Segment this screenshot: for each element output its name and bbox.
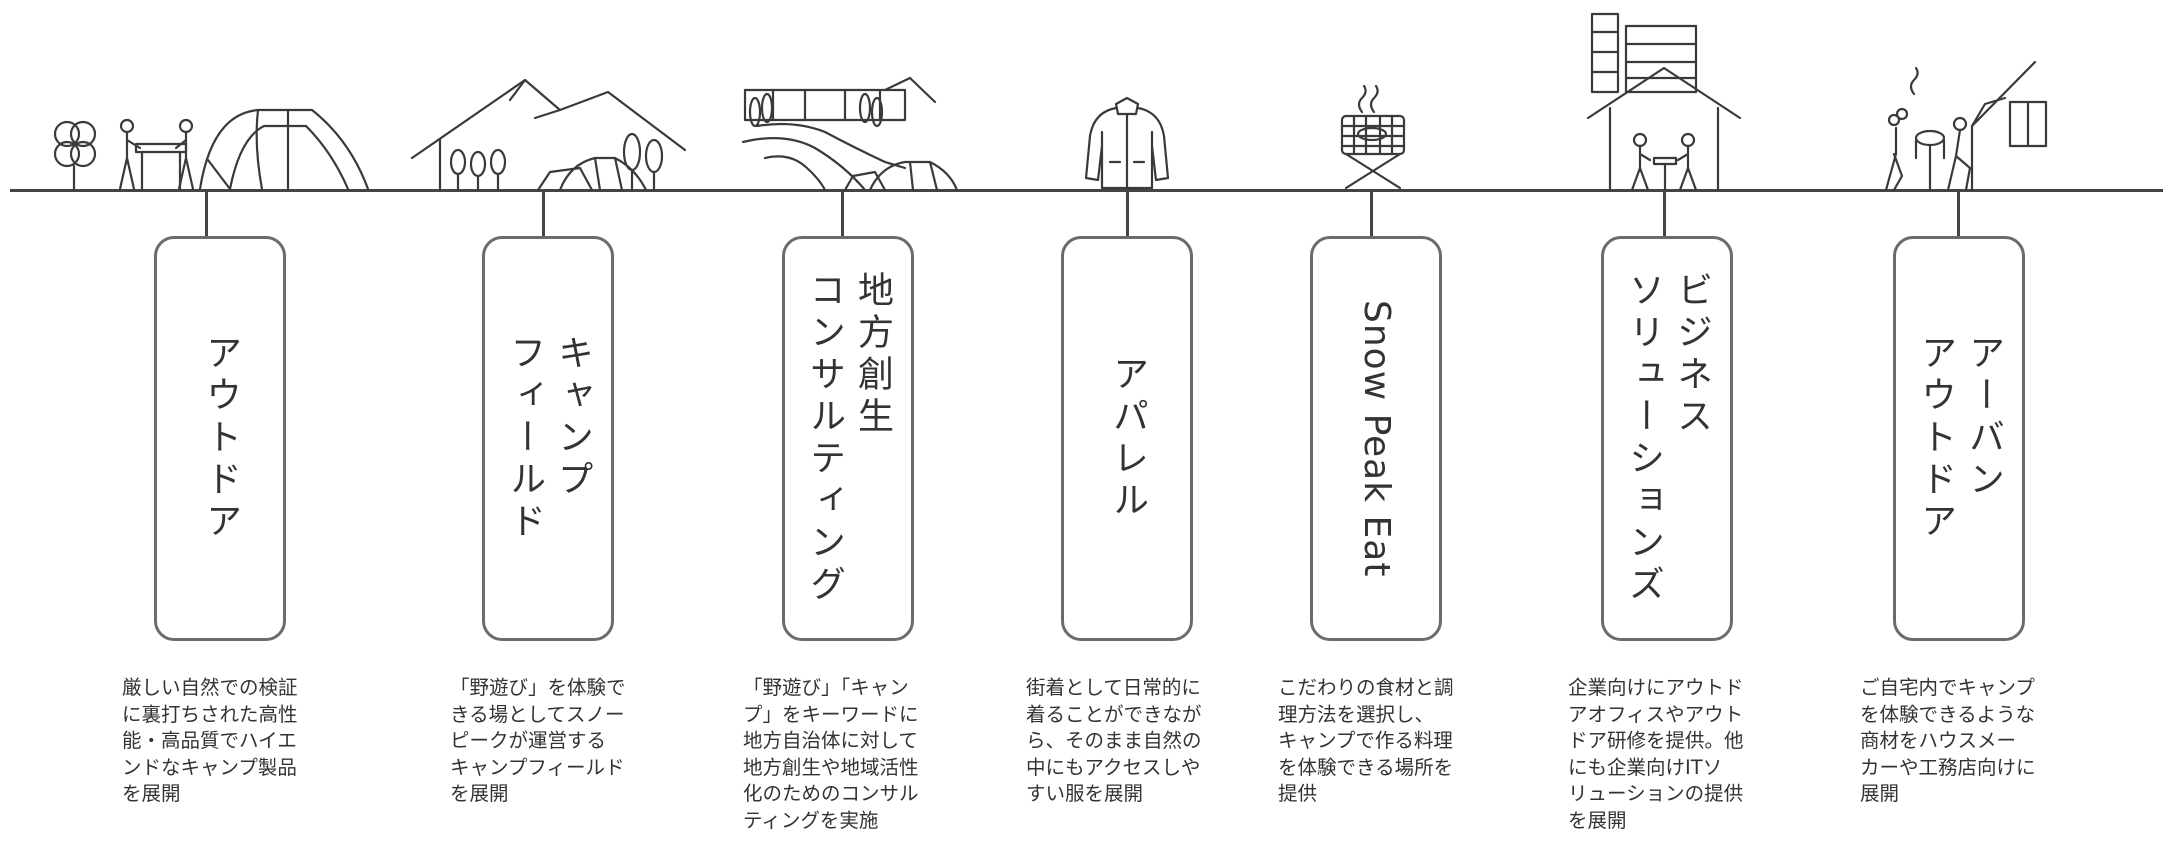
- category-card-outdoor: アウトドア: [154, 236, 286, 641]
- jacket-icon: [1080, 96, 1174, 192]
- category-card-campfield: キャンプ フィールド: [482, 236, 614, 641]
- category-label: Snow Peak Eat: [1356, 299, 1397, 578]
- connector-urban: [1957, 190, 1960, 238]
- category-description-campfield: 「野遊び」を体験で きる場としてスノー ピークが運営する キャンプフィールド を…: [450, 676, 626, 805]
- category-card-eat: Snow Peak Eat: [1310, 236, 1442, 641]
- ground-line: [10, 189, 2163, 192]
- category-label: アパレル: [1107, 354, 1148, 523]
- category-description-apparel: 街着として日常的に 着ることができなが ら、そのまま自然の 中にもアクセスしや …: [1026, 676, 1202, 805]
- category-card-urban: アーバン アウトドア: [1893, 236, 2025, 641]
- category-label: 地方創生 コンサルティング: [804, 270, 893, 607]
- river-landscape-icon: [735, 72, 975, 192]
- category-label: ビジネス ソリューションズ: [1623, 270, 1712, 607]
- category-description-eat: こだわりの食材と調 理方法を選択し、 キャンプで作る料理 を体験できる場所を 提…: [1278, 676, 1454, 805]
- category-card-business: ビジネス ソリューションズ: [1601, 236, 1733, 641]
- category-card-consulting: 地方創生 コンサルティング: [782, 236, 914, 641]
- connector-consulting: [841, 190, 844, 238]
- category-label: アウトドア: [200, 333, 241, 544]
- connector-campfield: [542, 190, 545, 238]
- grill-icon: [1330, 84, 1416, 190]
- connector-business: [1663, 190, 1666, 238]
- category-description-urban: ご自宅内でキャンプ を体験できるような 商材をハウスメー カーや工務店向けに 展…: [1860, 676, 2036, 805]
- category-card-apparel: アパレル: [1061, 236, 1193, 641]
- category-label: キャンプ フィールド: [504, 333, 593, 544]
- office-building-icon: [1580, 8, 1750, 192]
- connector-outdoor: [205, 190, 208, 238]
- tent-and-campers-icon: [50, 100, 370, 192]
- mountains-campsite-icon: [410, 72, 690, 192]
- house-patio-icon: [1880, 58, 2060, 192]
- category-description-outdoor: 厳しい自然での検証 に裏打ちされた高性 能・高品質でハイエ ンドなキャンプ製品 …: [122, 676, 298, 805]
- connector-eat: [1370, 190, 1373, 238]
- category-description-consulting: 「野遊び」「キャン プ」をキーワードに 地方自治体に対して 地方創生や地域活性 …: [743, 676, 919, 832]
- connector-apparel: [1126, 190, 1129, 238]
- category-label: アーバン アウトドア: [1915, 333, 2004, 544]
- category-description-business: 企業向けにアウトド アオフィスやアウト ドア研修を提供。他 にも企業向けITソ …: [1568, 676, 1744, 832]
